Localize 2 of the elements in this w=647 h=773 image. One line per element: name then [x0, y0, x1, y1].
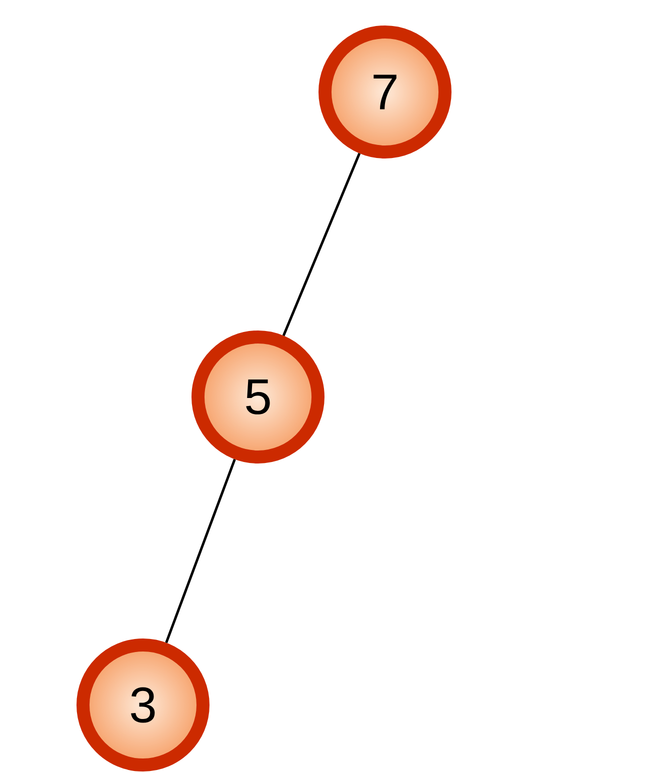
connector-line: [165, 458, 236, 644]
connector-line: [282, 152, 361, 336]
